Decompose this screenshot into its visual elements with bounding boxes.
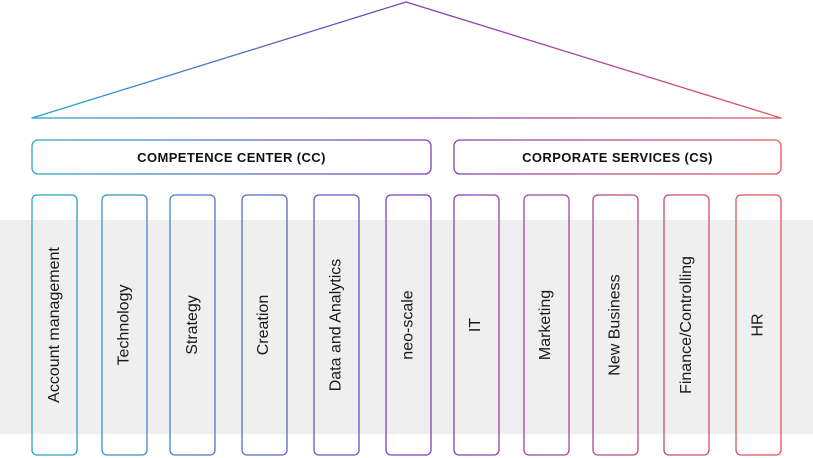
pillar-text: New Business <box>606 274 624 376</box>
pillar-data-and-analytics <box>313 194 360 456</box>
pillar-text: Strategy <box>183 295 201 355</box>
pillar-text: Marketing <box>537 289 555 361</box>
pillar-text: Creation <box>255 294 273 356</box>
competence-center-label: COMPETENCE CENTER (CC) <box>137 149 326 165</box>
pillar-label-neo-scale: neo-scale <box>386 196 431 454</box>
pillar-text: Account management <box>45 247 63 403</box>
pillar-hr <box>735 194 782 456</box>
pillar-label-finance-controlling: Finance/Controlling <box>664 196 709 454</box>
roof-triangle <box>31 1 782 119</box>
pillar-label-technology: Technology <box>102 196 147 454</box>
pillar-label-marketing: Marketing <box>524 196 569 454</box>
pillar-account-management <box>31 194 78 456</box>
pillar-label-strategy: Strategy <box>170 196 215 454</box>
pillar-it <box>453 194 500 456</box>
corporate-services-box <box>453 139 782 175</box>
pillar-label-creation: Creation <box>242 196 287 454</box>
pillar-strategy <box>169 194 216 456</box>
pillar-text: HR <box>749 313 767 337</box>
background-band <box>0 220 813 434</box>
pillar-label-it: IT <box>454 196 499 454</box>
pillar-label-new-business: New Business <box>593 196 638 454</box>
corporate-services-label: CORPORATE SERVICES (CS) <box>522 149 713 165</box>
pillar-label-data-and-analytics: Data and Analytics <box>314 196 359 454</box>
pillar-label-account-management: Account management <box>32 196 77 454</box>
pillar-finance-controlling <box>663 194 710 456</box>
pillar-text: neo-scale <box>399 290 417 360</box>
pillar-text: Finance/Controlling <box>677 256 695 394</box>
pillar-marketing <box>523 194 570 456</box>
pillar-text: IT <box>467 317 485 333</box>
pillar-label-hr: HR <box>736 196 781 454</box>
pillar-neo-scale <box>385 194 432 456</box>
pillar-text: Data and Analytics <box>327 258 345 392</box>
pillar-creation <box>241 194 288 456</box>
pillar-technology <box>101 194 148 456</box>
pillar-text: Technology <box>115 284 133 366</box>
pillar-new-business <box>592 194 639 456</box>
competence-center-box <box>31 139 432 175</box>
